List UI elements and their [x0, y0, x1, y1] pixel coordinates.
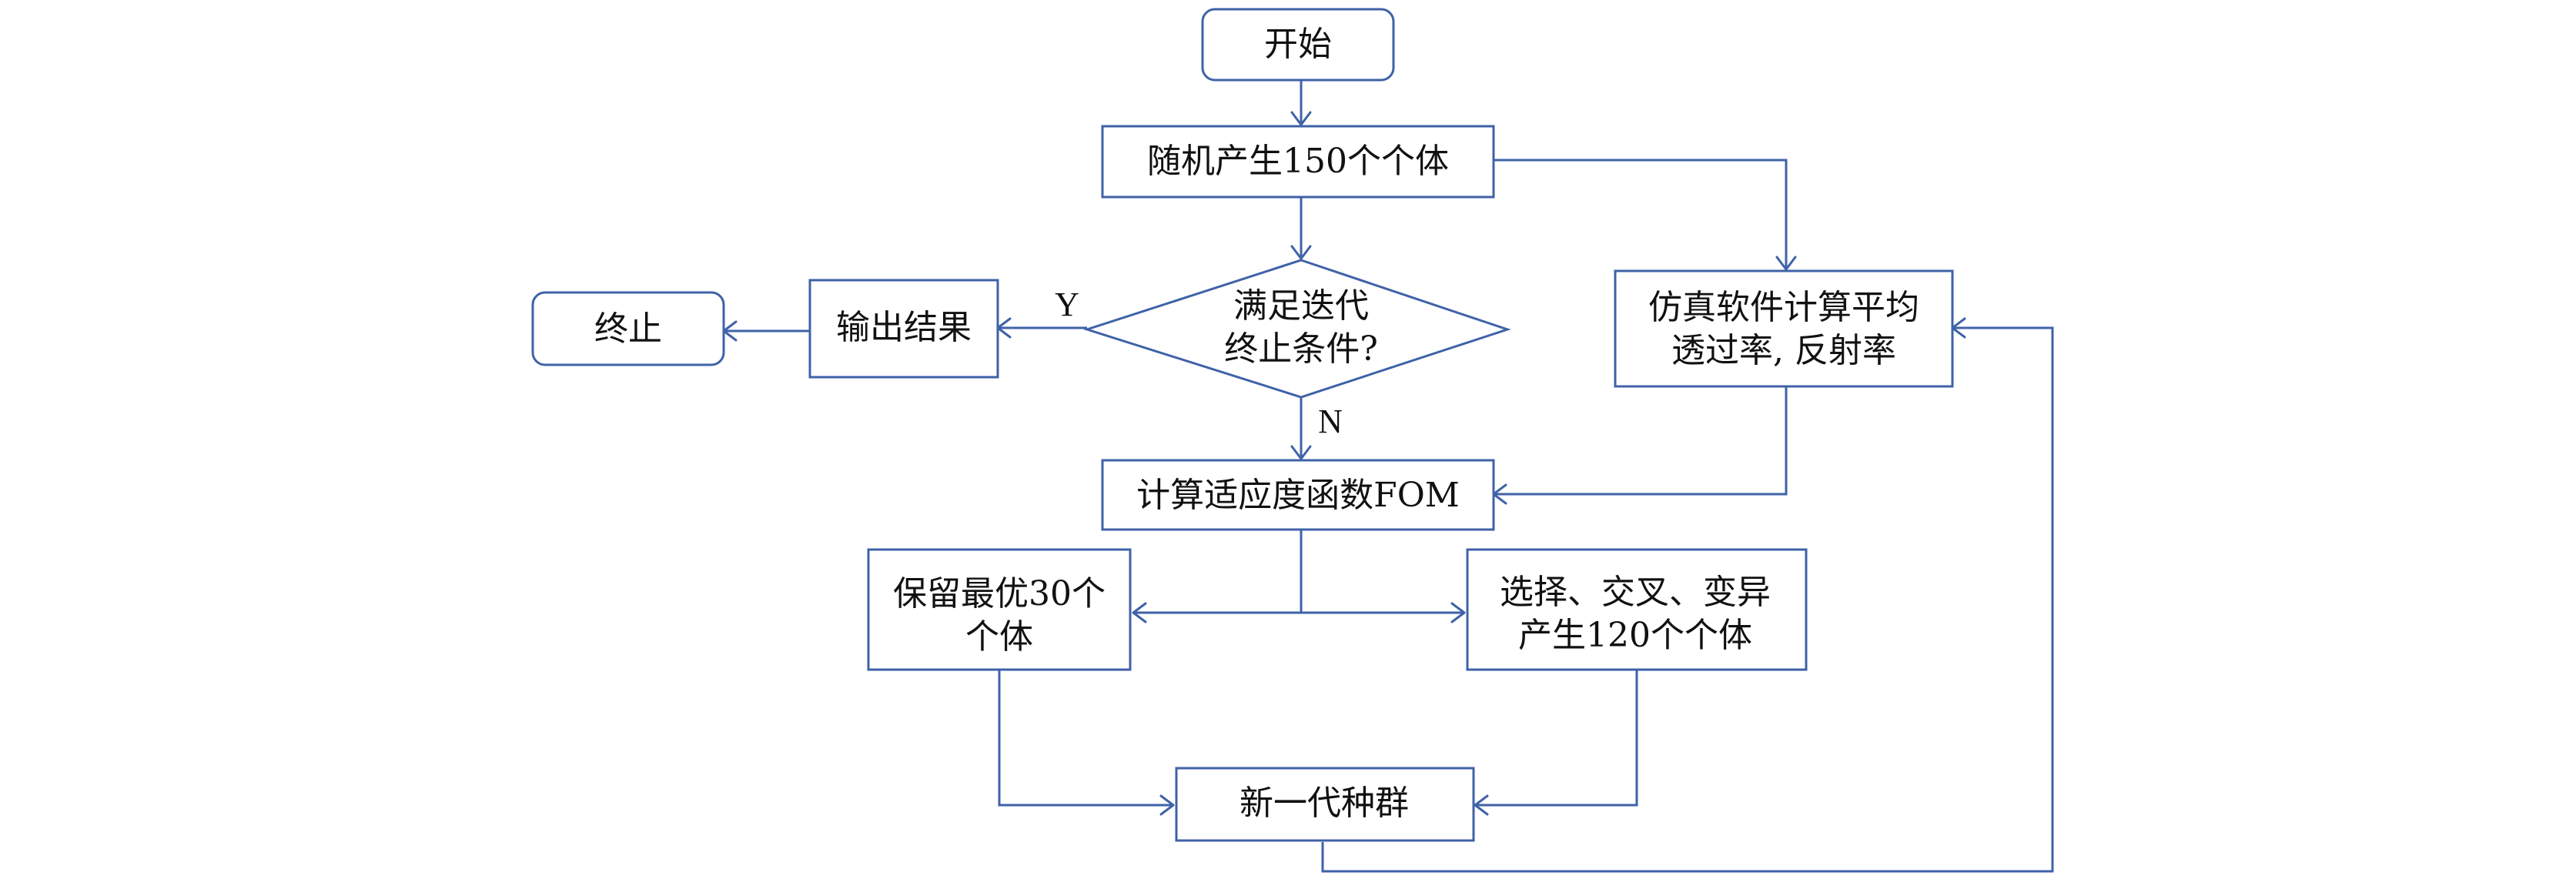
simulate-label-line2: 透过率, 反射率	[1671, 331, 1896, 370]
arrowhead	[1775, 256, 1797, 271]
generate-node: 随机产生150个个体	[1101, 125, 1495, 199]
start-node: 开始	[1201, 8, 1395, 82]
fitness-node: 计算适应度函数FOM	[1101, 459, 1495, 531]
arrowhead	[1132, 602, 1147, 623]
output-node: 输出结果	[808, 279, 999, 379]
arrowhead	[1159, 794, 1175, 816]
new-population-node: 新一代种群	[1175, 767, 1475, 842]
keep-best-node: 保留最优30个 个体	[867, 548, 1132, 671]
edge-simulate-to-fitness	[1495, 386, 1788, 496]
simulate-node: 仿真软件计算平均 透过率, 反射率	[1614, 269, 1954, 388]
condition-node: 满足迭代 终止条件?	[1083, 259, 1511, 399]
edge-generate-to-simulate	[1494, 159, 1788, 268]
evolve-label-line1: 选择、交叉、变异	[1500, 573, 1771, 612]
evolve-node: 选择、交叉、变异 产生120个个体	[1466, 548, 1808, 671]
arrowhead	[1450, 602, 1466, 623]
start-label: 开始	[1264, 25, 1332, 64]
evolve-label-line2: 产生120个个体	[1518, 616, 1752, 655]
terminate-node: 终止	[531, 291, 725, 366]
yes-label: Y	[1055, 286, 1079, 323]
keep-best-label-line2: 个体	[965, 617, 1033, 657]
condition-label-line2: 终止条件?	[1224, 329, 1378, 369]
arrowhead	[1290, 111, 1312, 126]
generate-label: 随机产生150个个体	[1147, 142, 1449, 181]
fitness-label: 计算适应度函数FOM	[1136, 476, 1460, 515]
edge-evolve-to-new-population	[1477, 670, 1638, 807]
edge-new-population-to-simulate	[1321, 326, 2054, 873]
condition-label-line1: 满足迭代	[1233, 286, 1369, 326]
arrowhead	[1474, 794, 1489, 816]
simulate-label-line1: 仿真软件计算平均	[1648, 288, 1919, 327]
arrowhead	[1290, 445, 1312, 460]
new-population-label: 新一代种群	[1239, 784, 1409, 823]
output-label: 输出结果	[836, 308, 972, 347]
no-label: N	[1318, 403, 1343, 440]
edge-keep-best-to-new-population	[998, 670, 1172, 807]
terminate-label: 终止	[594, 309, 662, 349]
keep-best-label-line1: 保留最优30个	[893, 574, 1106, 613]
arrowhead	[1290, 245, 1312, 260]
